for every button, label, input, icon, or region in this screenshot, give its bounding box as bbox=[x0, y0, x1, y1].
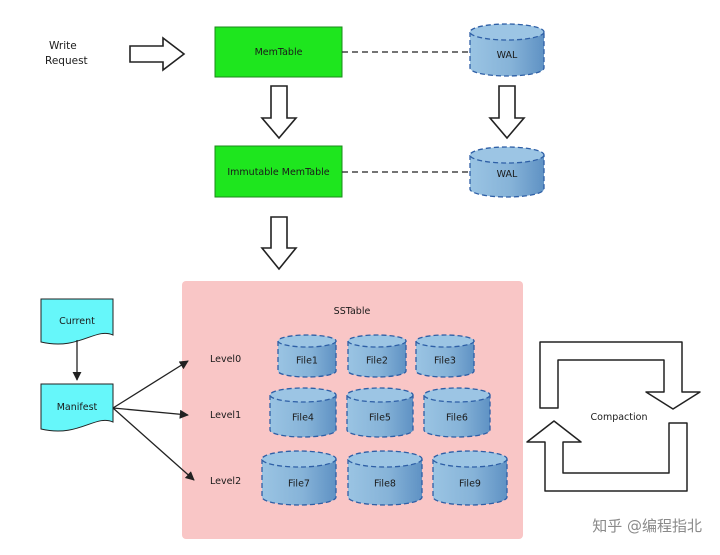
file-cylinder-body bbox=[432, 459, 508, 506]
file-cylinder-top bbox=[277, 334, 337, 348]
wal-down-arrow bbox=[488, 85, 526, 140]
file-cylinder-body bbox=[346, 395, 414, 438]
compaction-top-arrow bbox=[539, 341, 701, 410]
immutable-memtable-box bbox=[214, 145, 343, 198]
wal-top-label: WAL bbox=[497, 50, 518, 61]
file-label: File6 bbox=[446, 413, 468, 424]
file-cylinder-file9: File9 bbox=[432, 450, 508, 506]
wal-top-cylinder: WAL bbox=[469, 23, 545, 77]
watermark: 知乎 @编程指北 bbox=[592, 517, 702, 535]
file-cylinder-body bbox=[269, 395, 337, 438]
memtable-down-arrow bbox=[260, 85, 298, 140]
file-cylinder-top bbox=[261, 450, 337, 468]
file-label: File1 bbox=[296, 356, 318, 367]
file-cylinder-file6: File6 bbox=[423, 387, 491, 438]
file-label: File7 bbox=[288, 479, 310, 490]
level2-label: Level2 bbox=[210, 476, 241, 487]
manifest-to-level0-arrow bbox=[112, 360, 189, 409]
wal-bottom-label: WAL bbox=[497, 169, 518, 180]
file-label: File3 bbox=[434, 356, 456, 367]
file-cylinder-body bbox=[277, 341, 337, 378]
file-cylinder-file2: File2 bbox=[347, 334, 407, 378]
memtable-box bbox=[214, 26, 343, 78]
file-cylinder-top bbox=[432, 450, 508, 468]
file-cylinder-file3: File3 bbox=[415, 334, 475, 378]
file-cylinder-body bbox=[261, 459, 337, 506]
wal-bottom-cylinder: WAL bbox=[469, 146, 545, 198]
level0-label: Level0 bbox=[210, 354, 241, 365]
manifest-document bbox=[40, 383, 114, 432]
write-request-label: Write Request bbox=[45, 40, 88, 67]
write-arrow bbox=[129, 36, 186, 72]
file-label: File4 bbox=[292, 413, 314, 424]
write-request-line-1: Write bbox=[49, 40, 77, 52]
compaction-bottom-arrow bbox=[526, 420, 688, 492]
file-label: File5 bbox=[369, 413, 391, 424]
compaction-label: Compaction bbox=[591, 412, 648, 423]
file-cylinder-body bbox=[347, 341, 407, 378]
file-cylinder-body bbox=[415, 341, 475, 378]
file-cylinder-file4: File4 bbox=[269, 387, 337, 438]
level1-label: Level1 bbox=[210, 410, 241, 421]
manifest-to-level1-arrow bbox=[112, 407, 189, 419]
memtable-label: MemTable bbox=[255, 47, 303, 58]
file-cylinder-file1: File1 bbox=[277, 334, 337, 378]
file-label: File9 bbox=[459, 479, 481, 490]
write-request-line-2: Request bbox=[45, 55, 88, 67]
sstable-down-arrow bbox=[260, 216, 298, 271]
current-label: Current bbox=[59, 316, 95, 327]
file-cylinder-top bbox=[423, 387, 491, 403]
file-cylinder-file8: File8 bbox=[347, 450, 423, 506]
file-cylinder-top bbox=[347, 334, 407, 348]
file-cylinder-top bbox=[415, 334, 475, 348]
file-label: File2 bbox=[366, 356, 388, 367]
current-document bbox=[40, 298, 114, 345]
sstable-title: SSTable bbox=[334, 306, 371, 317]
file-cylinder-file5: File5 bbox=[346, 387, 414, 438]
file-cylinder-top bbox=[346, 387, 414, 403]
manifest-to-level2-arrow bbox=[112, 407, 195, 481]
file-cylinder-file7: File7 bbox=[261, 450, 337, 506]
file-cylinder-top bbox=[269, 387, 337, 403]
manifest-label: Manifest bbox=[57, 402, 98, 413]
immutable-memtable-label: Immutable MemTable bbox=[227, 167, 329, 178]
file-cylinder-body bbox=[347, 459, 423, 506]
file-cylinder-top bbox=[347, 450, 423, 468]
file-label: File8 bbox=[374, 479, 396, 490]
file-cylinder-body bbox=[423, 395, 491, 438]
